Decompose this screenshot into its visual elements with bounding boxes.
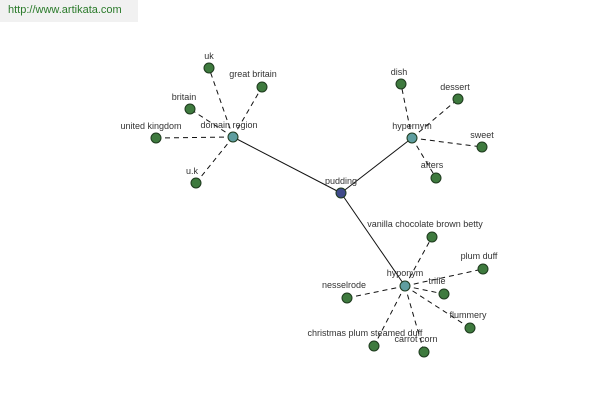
node-dessert [452,93,464,105]
edge-pudding-domain-region [232,136,342,194]
edge-hyponym-trifle [404,285,445,295]
node-flummery [464,322,476,334]
watermark-url: http://www.artikata.com [0,0,138,22]
label-flummery: flummery [449,310,487,320]
label-afters: afters [421,160,444,170]
label-domain-region: domain region [200,120,257,130]
label-hypernym: hypernym [392,121,432,131]
node-dish [395,78,407,90]
node-plum-duff [477,263,489,275]
edge-hyponym-vanilla-chocolate-brown-betty [404,236,433,287]
edge-hyponym-nesselrode [346,285,406,299]
node-united-kingdom [150,132,162,144]
edge-hyponym-plum-duff [404,268,484,287]
node-trifle [438,288,450,300]
node-hyponym [399,280,411,292]
node-nesselrode [341,292,353,304]
edge-hypernym-dish [400,83,413,139]
node-pudding [335,187,347,199]
edge-hyponym-christmas-plum-steamed-duff [373,285,406,347]
label-hyponym: hyponym [387,268,424,278]
graph-edges [155,67,484,353]
node-britain [184,103,196,115]
label-dish: dish [391,67,408,77]
label-christmas-plum-steamed-duff: christmas plum steamed duff [308,328,423,338]
node-afters [430,172,442,184]
label-uk: uk [204,51,214,61]
graph-nodes [150,62,489,358]
label-trifle: trifle [428,276,445,286]
label-plum-duff: plum duff [461,251,498,261]
label-dessert: dessert [440,82,470,92]
label-u-k: u.k [186,166,199,176]
node-christmas-plum-steamed-duff [368,340,380,352]
label-pudding: pudding [325,176,357,186]
node-great-britain [256,81,268,93]
edge-hypernym-dessert [411,98,459,139]
edge-hyponym-flummery [404,285,471,329]
edge-pudding-hyponym [340,192,406,287]
edge-hypernym-afters [411,137,437,179]
edge-hyponym-carrot-corn [404,285,425,353]
label-vanilla-chocolate-brown-betty: vanilla chocolate brown betty [367,219,483,229]
edge-domain-region-uk [208,67,234,138]
edge-pudding-hypernym [340,137,413,194]
edge-domain-region-united-kingdom [155,136,234,139]
label-carrot-corn: carrot corn [394,334,437,344]
label-united-kingdom: united kingdom [120,121,181,131]
node-u-k [190,177,202,189]
label-great-britain: great britain [229,69,277,79]
edge-hypernym-sweet [411,137,483,148]
node-uk [203,62,215,74]
node-domain-region [227,131,239,143]
edge-domain-region-u-k [195,136,234,184]
node-hypernym [406,132,418,144]
node-vanilla-chocolate-brown-betty [426,231,438,243]
graph-labels: uk great britain britain united kingdom u.k d… [120,51,497,344]
label-sweet: sweet [470,130,494,140]
node-sweet [476,141,488,153]
label-britain: britain [172,92,197,102]
node-carrot-corn [418,346,430,358]
edge-domain-region-great-britain [232,86,263,138]
label-nesselrode: nesselrode [322,280,366,290]
